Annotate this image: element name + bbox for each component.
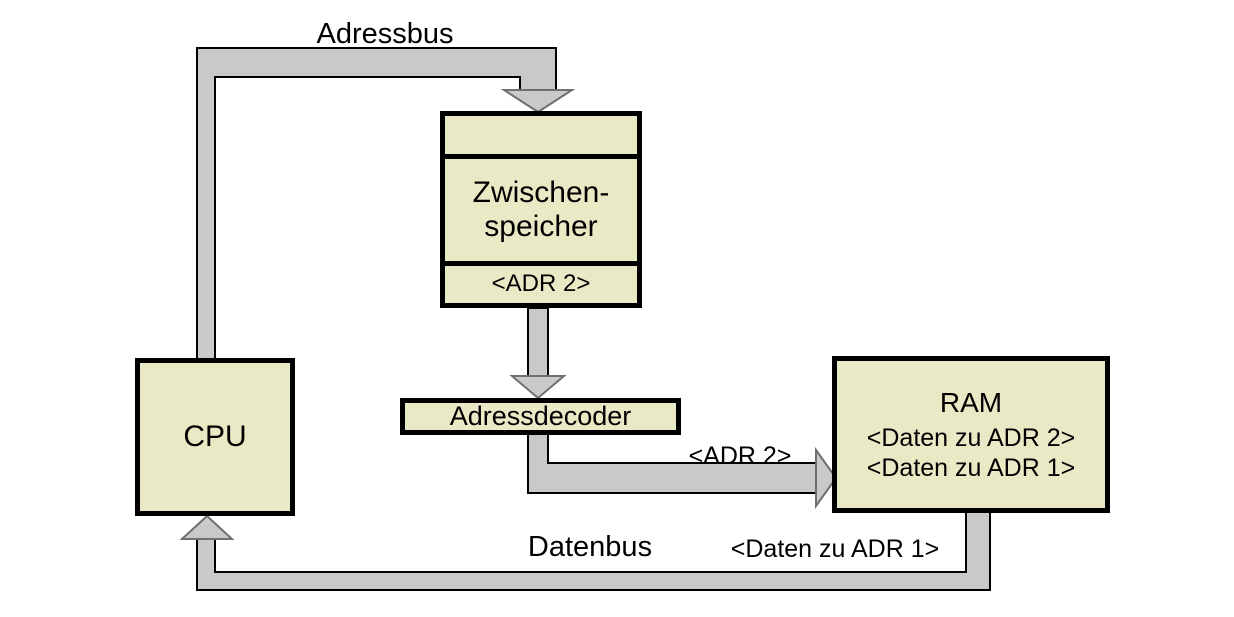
node-zwischenspeicher-top-band bbox=[445, 116, 637, 159]
node-zwischenspeicher-address-label: <ADR 2> bbox=[491, 270, 591, 298]
node-ram-row-1: <Daten zu ADR 1> bbox=[866, 454, 1076, 483]
arrowhead-adressbus bbox=[500, 89, 576, 114]
node-ram[interactable]: RAM <Daten zu ADR 2> <Daten zu ADR 1> bbox=[832, 356, 1110, 513]
connector-datenbus bbox=[179, 513, 991, 591]
label-adressbus: Adressbus bbox=[316, 18, 454, 50]
node-zwischenspeicher-label: Zwischen- speicher bbox=[472, 176, 610, 243]
node-ram-row-0: <Daten zu ADR 2> bbox=[866, 424, 1076, 453]
connector-decoder-to-ram bbox=[527, 435, 838, 510]
node-zwischenspeicher-main-band: Zwischen- speicher bbox=[445, 159, 637, 266]
connector-adressbus bbox=[196, 47, 576, 358]
node-ram-title: RAM bbox=[939, 386, 1003, 418]
connector-buffer-to-decoder bbox=[509, 307, 567, 400]
node-cpu[interactable]: CPU bbox=[135, 358, 295, 516]
label-decoder-to-ram: <ADR 2> bbox=[688, 442, 792, 470]
node-cpu-label: CPU bbox=[183, 420, 247, 454]
label-datenbus: Datenbus bbox=[527, 531, 653, 563]
node-zwischenspeicher-address-band: <ADR 2> bbox=[445, 266, 637, 303]
node-zwischenspeicher[interactable]: Zwischen- speicher <ADR 2> bbox=[440, 111, 642, 308]
node-adressdecoder-label: Adressdecoder bbox=[449, 401, 632, 432]
arrowhead-datenbus bbox=[179, 514, 235, 540]
label-datenbus-payload: <Daten zu ADR 1> bbox=[730, 535, 940, 563]
node-adressdecoder[interactable]: Adressdecoder bbox=[400, 398, 681, 435]
arrowhead-decoder-to-ram bbox=[815, 446, 838, 510]
arrowhead-buffer-to-decoder bbox=[509, 375, 567, 400]
